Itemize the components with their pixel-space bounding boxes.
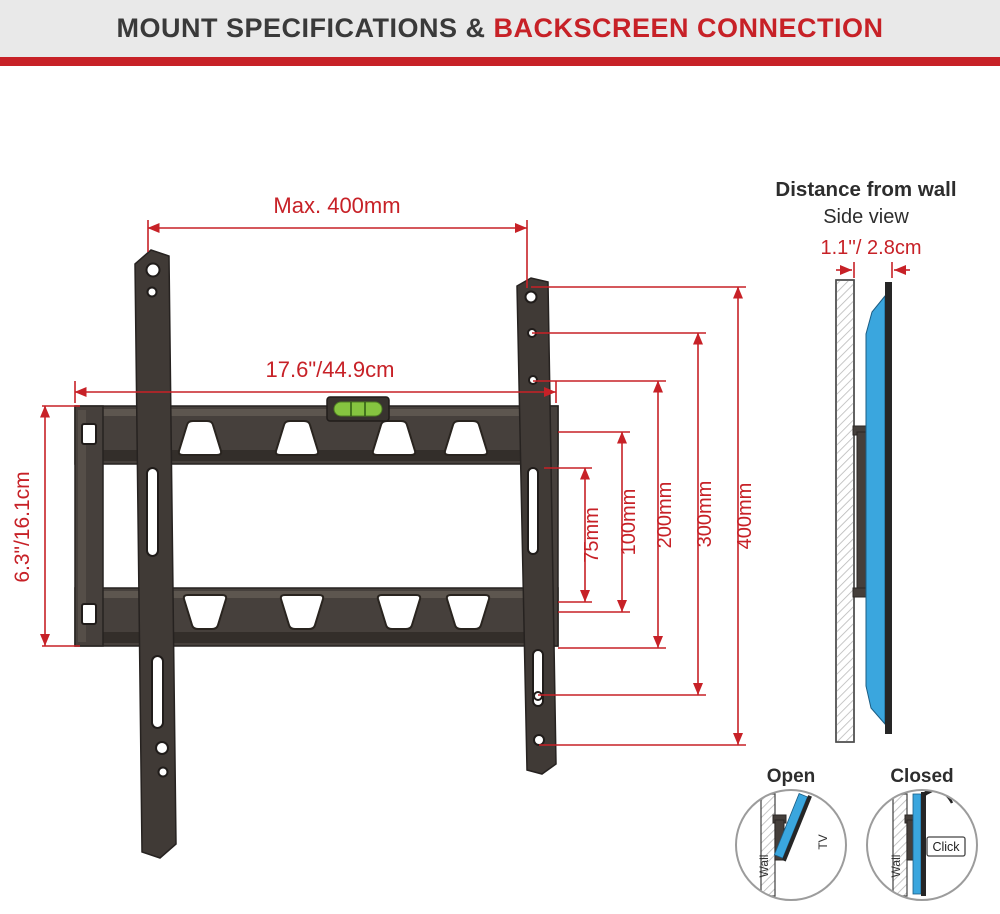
dim-max-width: Max. 400mm bbox=[147, 193, 528, 288]
dim-vesa-200: 200mm bbox=[533, 380, 676, 649]
dim-plate-width-label: 17.6"/44.9cm bbox=[266, 357, 395, 382]
bubble-level bbox=[326, 396, 390, 422]
dim-vesa-400-label: 400mm bbox=[734, 483, 756, 550]
side-view: Distance from wall Side view 1.1''/ 2.8c… bbox=[775, 178, 957, 743]
detail-open-title: Open bbox=[767, 766, 816, 787]
open-wall-label: Wall bbox=[757, 855, 771, 878]
dim-vesa-100: 100mm bbox=[558, 431, 640, 613]
diagram-svg: Max. 400mm 17.6"/44.9cm 6.3"/16.1cm 75mm… bbox=[11, 178, 978, 901]
closed-wall bbox=[892, 793, 908, 897]
open-circle-outline bbox=[735, 789, 847, 901]
side-view-tv bbox=[865, 282, 892, 734]
plate-slots bbox=[81, 420, 491, 630]
closed-circle-outline bbox=[866, 789, 978, 901]
dim-vesa-300-label: 300mm bbox=[694, 481, 716, 548]
open-wall bbox=[760, 793, 776, 897]
dim-plate-height-label: 6.3"/16.1cm bbox=[11, 471, 34, 582]
dim-vesa-200-label: 200mm bbox=[654, 482, 676, 549]
dim-wall-distance bbox=[836, 262, 910, 278]
detail-open: Open Wall TV bbox=[735, 766, 847, 901]
left-bracket-holes bbox=[145, 262, 169, 778]
detail-closed-title: Closed bbox=[890, 766, 953, 787]
click-callout-box bbox=[926, 836, 966, 857]
side-view-wall bbox=[835, 279, 855, 743]
dim-vesa-100-label: 100mm bbox=[618, 489, 640, 556]
title-accent: BACKSCREEN CONNECTION bbox=[493, 13, 884, 43]
side-view-bracket bbox=[852, 425, 867, 598]
open-tv-label: TV bbox=[816, 834, 830, 849]
dim-wall-distance-label: 1.1''/ 2.8cm bbox=[820, 237, 921, 259]
header-divider bbox=[0, 57, 1000, 66]
click-label: Click bbox=[932, 840, 960, 854]
right-bracket-holes bbox=[524, 290, 545, 746]
right-bracket bbox=[516, 277, 557, 775]
side-view-subtitle: Side view bbox=[823, 206, 909, 228]
detail-closed: Closed Wall Click bbox=[866, 766, 978, 901]
page-title: MOUNT SPECIFICATIONS & BACKSCREEN CONNEC… bbox=[116, 13, 883, 44]
open-tv bbox=[773, 793, 812, 862]
dim-max-width-label: Max. 400mm bbox=[273, 193, 400, 218]
side-view-title: Distance from wall bbox=[775, 178, 956, 201]
left-bracket bbox=[134, 249, 177, 859]
dim-vesa-400: 400mm bbox=[531, 286, 756, 746]
dim-plate-height: 6.3"/16.1cm bbox=[11, 405, 80, 647]
dim-vesa-300: 300mm bbox=[532, 332, 716, 696]
dim-vesa-75: 75mm bbox=[544, 467, 603, 603]
title-main: MOUNT SPECIFICATIONS & bbox=[116, 13, 494, 43]
closed-wall-label: Wall bbox=[889, 855, 903, 878]
header: MOUNT SPECIFICATIONS & BACKSCREEN CONNEC… bbox=[0, 0, 1000, 57]
dim-vesa-75-label: 75mm bbox=[581, 507, 603, 563]
dim-plate-width: 17.6"/44.9cm bbox=[74, 357, 557, 403]
closed-tv bbox=[912, 792, 926, 896]
